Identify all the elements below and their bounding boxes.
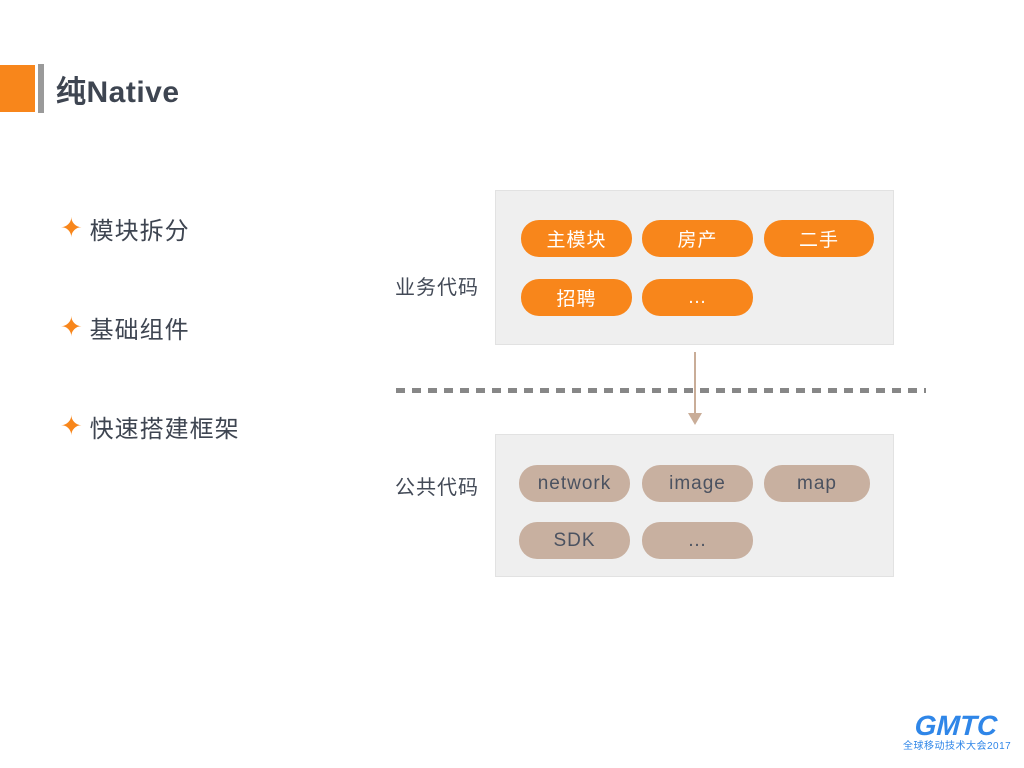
bullet-label: 模块拆分 bbox=[89, 217, 190, 245]
star-icon: ✦ bbox=[60, 410, 83, 441]
common-layer-label: 公共代码 bbox=[395, 477, 479, 499]
arrow-head bbox=[688, 413, 702, 425]
bullet-item-quick-framework: ✦ 快速搭建框架 bbox=[60, 409, 240, 443]
business-layer-label: 业务代码 bbox=[395, 277, 479, 299]
arrow-down-icon bbox=[687, 352, 703, 427]
module-pill: … bbox=[642, 279, 753, 316]
gmtc-logo-wordmark: GMTC bbox=[913, 710, 999, 741]
bullet-label: 基础组件 bbox=[89, 316, 190, 344]
module-pill: 房产 bbox=[642, 220, 753, 257]
page-title: 纯Native bbox=[56, 76, 180, 109]
bullet-item-base-components: ✦ 基础组件 bbox=[60, 310, 190, 344]
module-pill: network bbox=[519, 465, 630, 502]
module-pill: SDK bbox=[519, 522, 630, 559]
module-pill: 主模块 bbox=[521, 220, 632, 257]
accent-bar bbox=[38, 64, 44, 113]
arrow-shaft bbox=[694, 352, 696, 414]
gmtc-logo: GMTC 全球移动技术大会2017 bbox=[903, 710, 1012, 752]
module-pill: map bbox=[764, 465, 870, 502]
gmtc-logo-tagline: 全球移动技术大会2017 bbox=[903, 741, 1012, 752]
module-pill: image bbox=[642, 465, 753, 502]
module-pill: 二手 bbox=[764, 220, 874, 257]
star-icon: ✦ bbox=[60, 311, 83, 342]
common-layer-box: network image map SDK … bbox=[495, 434, 894, 577]
module-pill: 招聘 bbox=[521, 279, 632, 316]
star-icon: ✦ bbox=[60, 212, 83, 243]
bullet-label: 快速搭建框架 bbox=[89, 415, 240, 443]
module-pill: … bbox=[642, 522, 753, 559]
accent-square bbox=[0, 65, 35, 112]
dashed-divider bbox=[396, 388, 926, 393]
bullet-item-module-split: ✦ 模块拆分 bbox=[60, 211, 190, 245]
business-layer-box: 主模块 房产 二手 招聘 … bbox=[495, 190, 894, 345]
